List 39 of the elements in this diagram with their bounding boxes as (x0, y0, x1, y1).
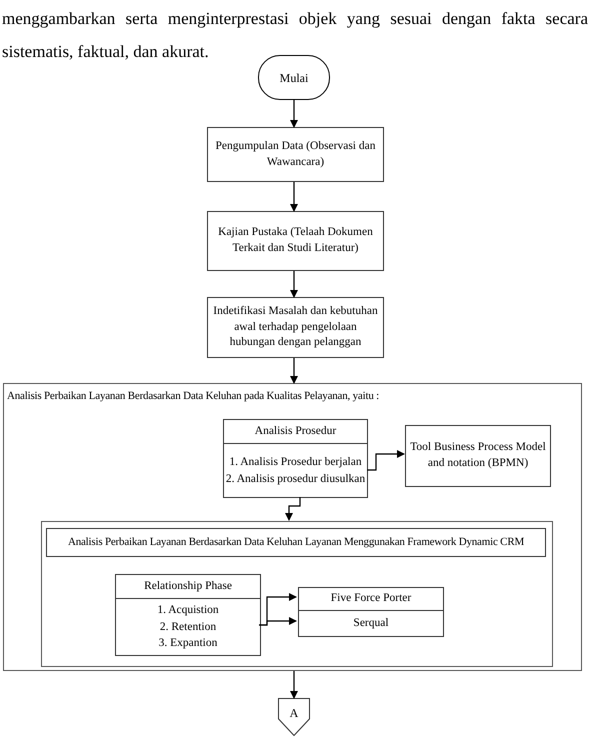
node-text: Mulai (280, 70, 308, 86)
arrow (290, 182, 298, 212)
container-box (41, 521, 553, 667)
node-text: 2. Analisis prosedur diusulkan (226, 472, 366, 486)
arrow (259, 617, 297, 626)
node-text: Relationship Phase (144, 579, 232, 594)
node-text: 1. Acquistion (157, 602, 219, 618)
process-box (298, 587, 444, 611)
node-text: 1. Analisis Prosedur berjalan (229, 454, 362, 470)
off-page-connector (278, 698, 310, 736)
node-text: Indetifikasi Masalah dan kebutuhan awal terhadap pengelolaan hubungan dengan pelanggan (212, 304, 379, 350)
arrow (290, 358, 298, 384)
arrow (285, 497, 301, 521)
process-box (207, 211, 384, 271)
arrow (290, 100, 298, 128)
node-text: Analisis Prosedur (254, 424, 336, 440)
start-terminator (258, 55, 330, 100)
process-box (405, 425, 551, 487)
heading-box (46, 528, 546, 557)
node-text: Analisis Perbaikan Layanan Berdasarkan Data Keluhan Layanan Menggunakan Framework Dynamic CRM (68, 535, 524, 550)
process-box (207, 297, 384, 358)
node-text: 3. Expantion (158, 636, 218, 652)
node-text: Pengumpulan Data (Observasi dan Wawancara) (214, 138, 376, 170)
node-text: Analisis Perbaikan Layanan Berdasarkan Data Keluhan pada Kualitas Pelayanan, yaitu : (7, 389, 380, 404)
node-text: Tool Business Process Model and notation (BPMN) (410, 440, 546, 471)
node-text: Kajian Pustaka (Telaah Dokumen Terkait dan Studi Literatur) (217, 225, 374, 256)
arrow (290, 271, 298, 298)
node-text: Five Force Porter (330, 591, 412, 606)
process-box (223, 419, 368, 498)
paragraph-text: menggambarkan serta menginterprestasi objek yang sesuai dengan fakta secara sistematis, faktual, dan akurat. (2, 8, 588, 63)
container-box (3, 383, 582, 671)
arrow (367, 450, 405, 471)
process-box (298, 610, 444, 637)
arrow (290, 671, 298, 699)
process-box (207, 127, 384, 182)
node-text: Serqual (353, 616, 389, 631)
process-box (115, 574, 261, 656)
node-text: A (290, 705, 298, 722)
node-text: 2. Retention (160, 620, 216, 635)
